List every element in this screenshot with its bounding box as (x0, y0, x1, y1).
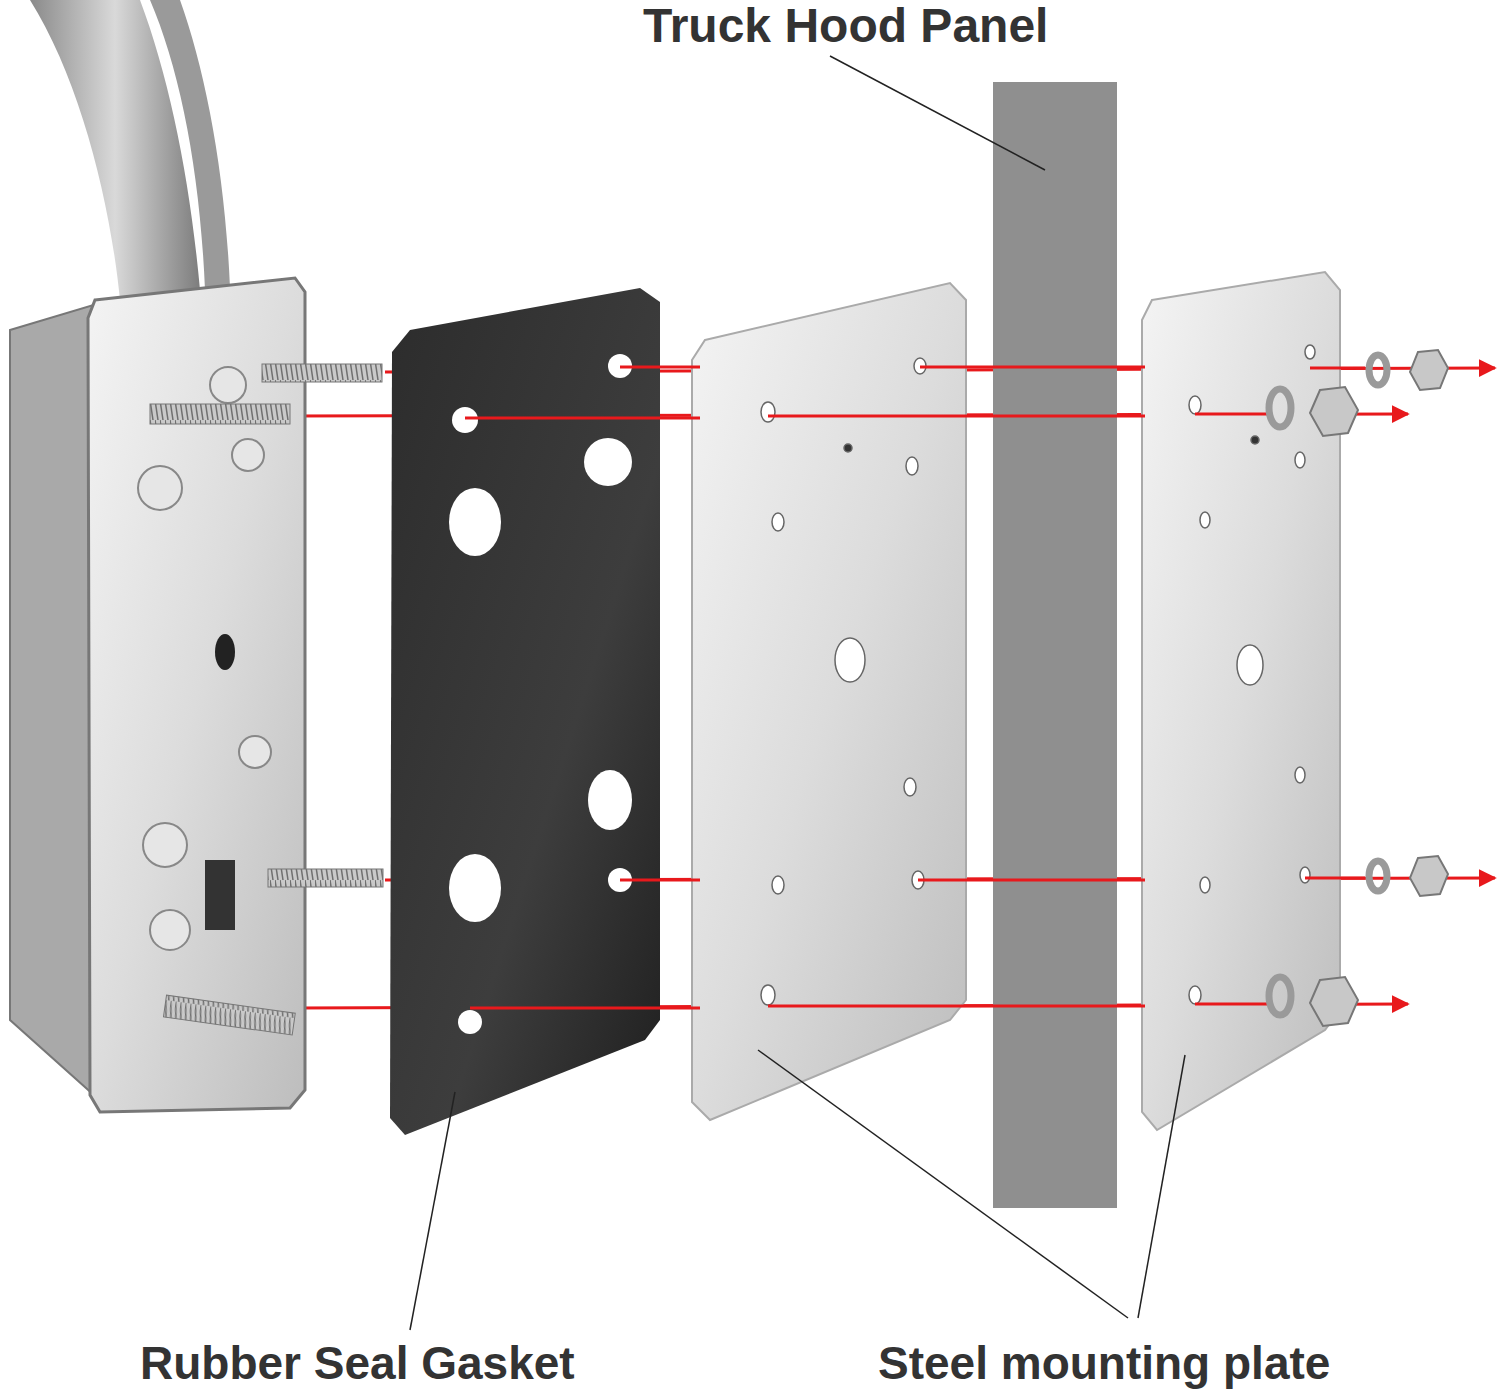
part-label: Rubber Seal Gasket (140, 1340, 575, 1386)
studs (150, 364, 383, 1035)
leader-lines (410, 56, 1185, 1330)
nuts (1310, 350, 1448, 1026)
horn-hole (215, 634, 235, 670)
gasket-holes (449, 354, 632, 1034)
part-label: Steel mounting plate (878, 1340, 1330, 1386)
steel-plate (692, 283, 966, 1120)
horn-connector (205, 860, 235, 930)
alignment-lines (465, 367, 1365, 1008)
washers (1269, 355, 1387, 1015)
truck-hood-panel (993, 82, 1117, 1208)
horn-tube (150, 0, 230, 290)
horn-base-plate (88, 278, 305, 1112)
rivets (138, 367, 271, 950)
plate-holes (1189, 345, 1315, 1004)
plate-holes (761, 358, 926, 1005)
part-label: Truck Hood Panel (643, 2, 1048, 50)
